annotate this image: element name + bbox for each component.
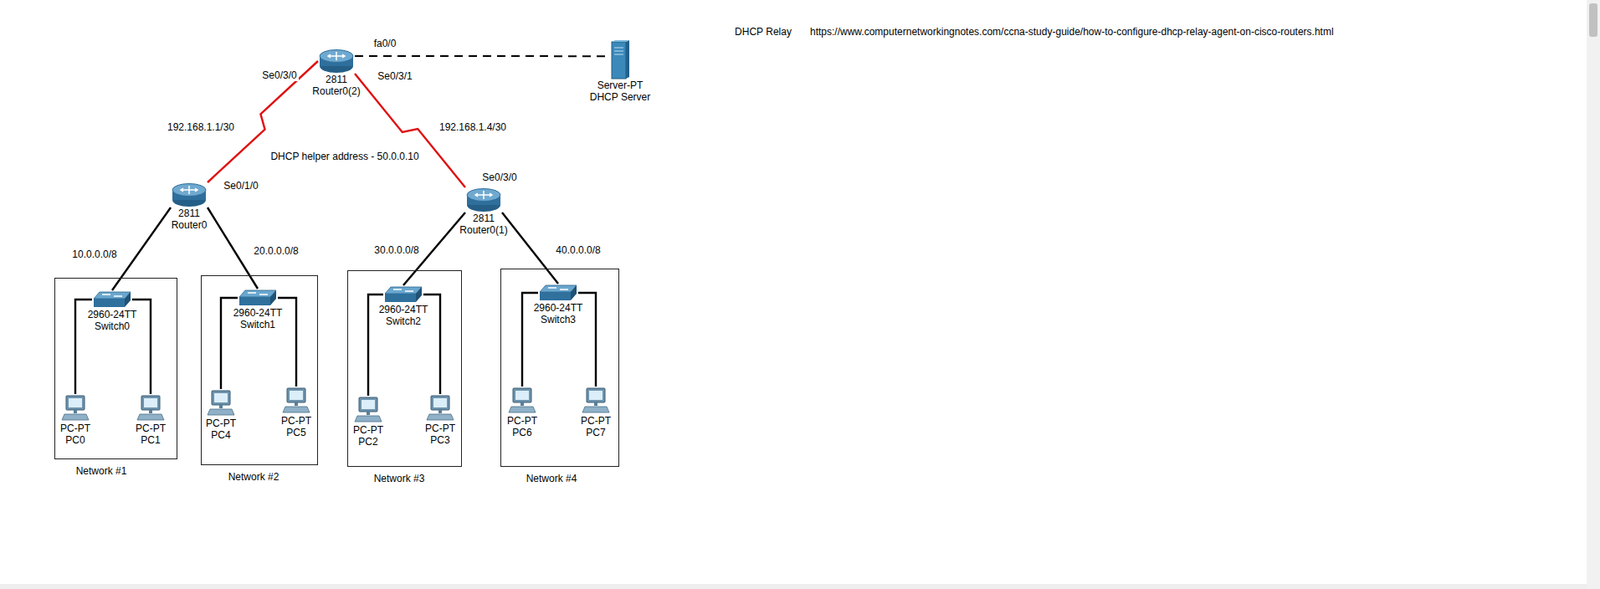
network-label: Network #2: [228, 471, 280, 483]
switch-node: 2960-24TTSwitch3: [533, 283, 584, 326]
device-label: DHCP Server: [589, 91, 651, 103]
note-text: https://www.computernetworkingnotes.com/…: [808, 25, 1336, 38]
router-icon: [317, 48, 355, 74]
device-label: PC4: [210, 429, 231, 442]
switch-icon: [383, 285, 424, 304]
device-label: PC0: [65, 434, 85, 447]
network-address: 20.0.0.0/8: [251, 245, 300, 257]
server-icon: [609, 39, 631, 80]
scrollbar-track: [1586, 0, 1600, 589]
switch-node: 2960-24TTSwitch1: [233, 288, 283, 331]
pc-icon: [581, 386, 611, 416]
device-label: PC-PT: [425, 422, 456, 435]
copper-link: [207, 207, 258, 289]
device-label: PC5: [286, 426, 306, 439]
device-label: PC1: [140, 434, 160, 447]
port-label: Se0/1/0: [221, 179, 260, 192]
port-label: Se0/3/0: [260, 69, 298, 82]
switch-node: 2960-24TTSwitch2: [379, 285, 429, 328]
device-label: PC-PT: [135, 422, 166, 435]
device-label: PC-PT: [580, 415, 611, 427]
pc-node: PC-PTPC1: [135, 394, 166, 447]
device-label: PC-PT: [281, 415, 312, 427]
pc-icon: [282, 386, 311, 416]
device-label: Router0(2): [312, 85, 360, 98]
pc-icon: [206, 389, 236, 418]
device-label: Router0(1): [459, 224, 508, 236]
device-label: 2960-24TT: [87, 308, 138, 321]
device-label: Switch3: [540, 313, 576, 326]
device-label: PC-PT: [205, 417, 236, 430]
device-label: 2811: [472, 212, 495, 225]
device-label: 2811: [178, 207, 200, 220]
device-label: PC3: [430, 434, 450, 447]
pc-icon: [425, 394, 455, 423]
device-label: PC7: [585, 426, 606, 439]
device-label: PC-PT: [60, 422, 91, 435]
device-label: Server-PT: [597, 79, 644, 92]
switch-node: 2960-24TTSwitch0: [87, 290, 138, 333]
note-text: DHCP Relay: [733, 25, 794, 38]
router-node: 2811Router0(2): [312, 48, 360, 98]
router-node: 2811Router0: [170, 182, 208, 231]
server-node: Server-PTDHCP Server: [589, 39, 651, 103]
network-box: Network #12960-24TTSwitch0PC-PTPC0PC-PTP…: [54, 277, 178, 460]
router-icon: [465, 187, 503, 213]
network-box: Network #42960-24TTSwitch3PC-PTPC6PC-PTP…: [500, 268, 620, 467]
network-address: 192.168.1.4/30: [437, 121, 508, 134]
pc-node: PC-PTPC4: [205, 389, 236, 442]
bottom-strip: [0, 584, 1587, 589]
device-label: 2960-24TT: [379, 303, 429, 316]
device-label: 2811: [325, 73, 348, 86]
network-box: Network #32960-24TTSwitch2PC-PTPC2PC-PTP…: [347, 270, 462, 467]
network-label: Network #1: [76, 465, 128, 477]
network-label: Network #3: [374, 472, 426, 485]
pc-node: PC-PTPC5: [281, 386, 312, 439]
pc-node: PC-PTPC2: [353, 395, 384, 448]
device-label: PC6: [512, 426, 532, 439]
device-label: PC-PT: [507, 415, 538, 427]
router-node: 2811Router0(1): [459, 187, 508, 236]
port-label: DHCP helper address - 50.0.0.10: [268, 150, 421, 163]
device-label: PC-PT: [353, 424, 384, 436]
device-label: PC2: [358, 435, 378, 448]
device-label: Switch0: [94, 320, 130, 333]
pc-node: PC-PTPC7: [580, 386, 611, 439]
pc-icon: [136, 394, 165, 423]
pc-icon: [507, 386, 537, 416]
port-label: Se0/3/0: [480, 171, 518, 184]
device-label: 2960-24TT: [533, 302, 584, 314]
pc-node: PC-PTPC3: [425, 394, 456, 447]
port-label: fa0/0: [372, 37, 399, 50]
network-label: Network #4: [526, 472, 578, 485]
network-address: 10.0.0.0/8: [70, 248, 118, 261]
network-address: 40.0.0.0/8: [553, 244, 602, 257]
device-label: Switch2: [385, 315, 421, 328]
device-label: Switch1: [240, 318, 276, 331]
pc-icon: [353, 395, 383, 425]
switch-icon: [92, 290, 133, 309]
pc-icon: [61, 394, 90, 423]
switch-icon: [538, 283, 579, 303]
pc-node: PC-PTPC6: [507, 386, 538, 439]
ethernet-link: [354, 55, 610, 57]
network-box: Network #22960-24TTSwitch1PC-PTPC4PC-PTP…: [200, 275, 318, 466]
device-label: 2960-24TT: [233, 307, 283, 319]
network-address: 30.0.0.0/8: [372, 244, 421, 257]
port-label: Se0/3/1: [375, 70, 414, 83]
pc-node: PC-PTPC0: [60, 394, 91, 447]
copper-link: [502, 212, 559, 284]
switch-icon: [237, 288, 278, 308]
network-address: 192.168.1.1/30: [165, 121, 236, 134]
router-icon: [170, 182, 208, 208]
scrollbar-thumb: [1589, 3, 1598, 37]
device-label: Router0: [171, 219, 208, 231]
